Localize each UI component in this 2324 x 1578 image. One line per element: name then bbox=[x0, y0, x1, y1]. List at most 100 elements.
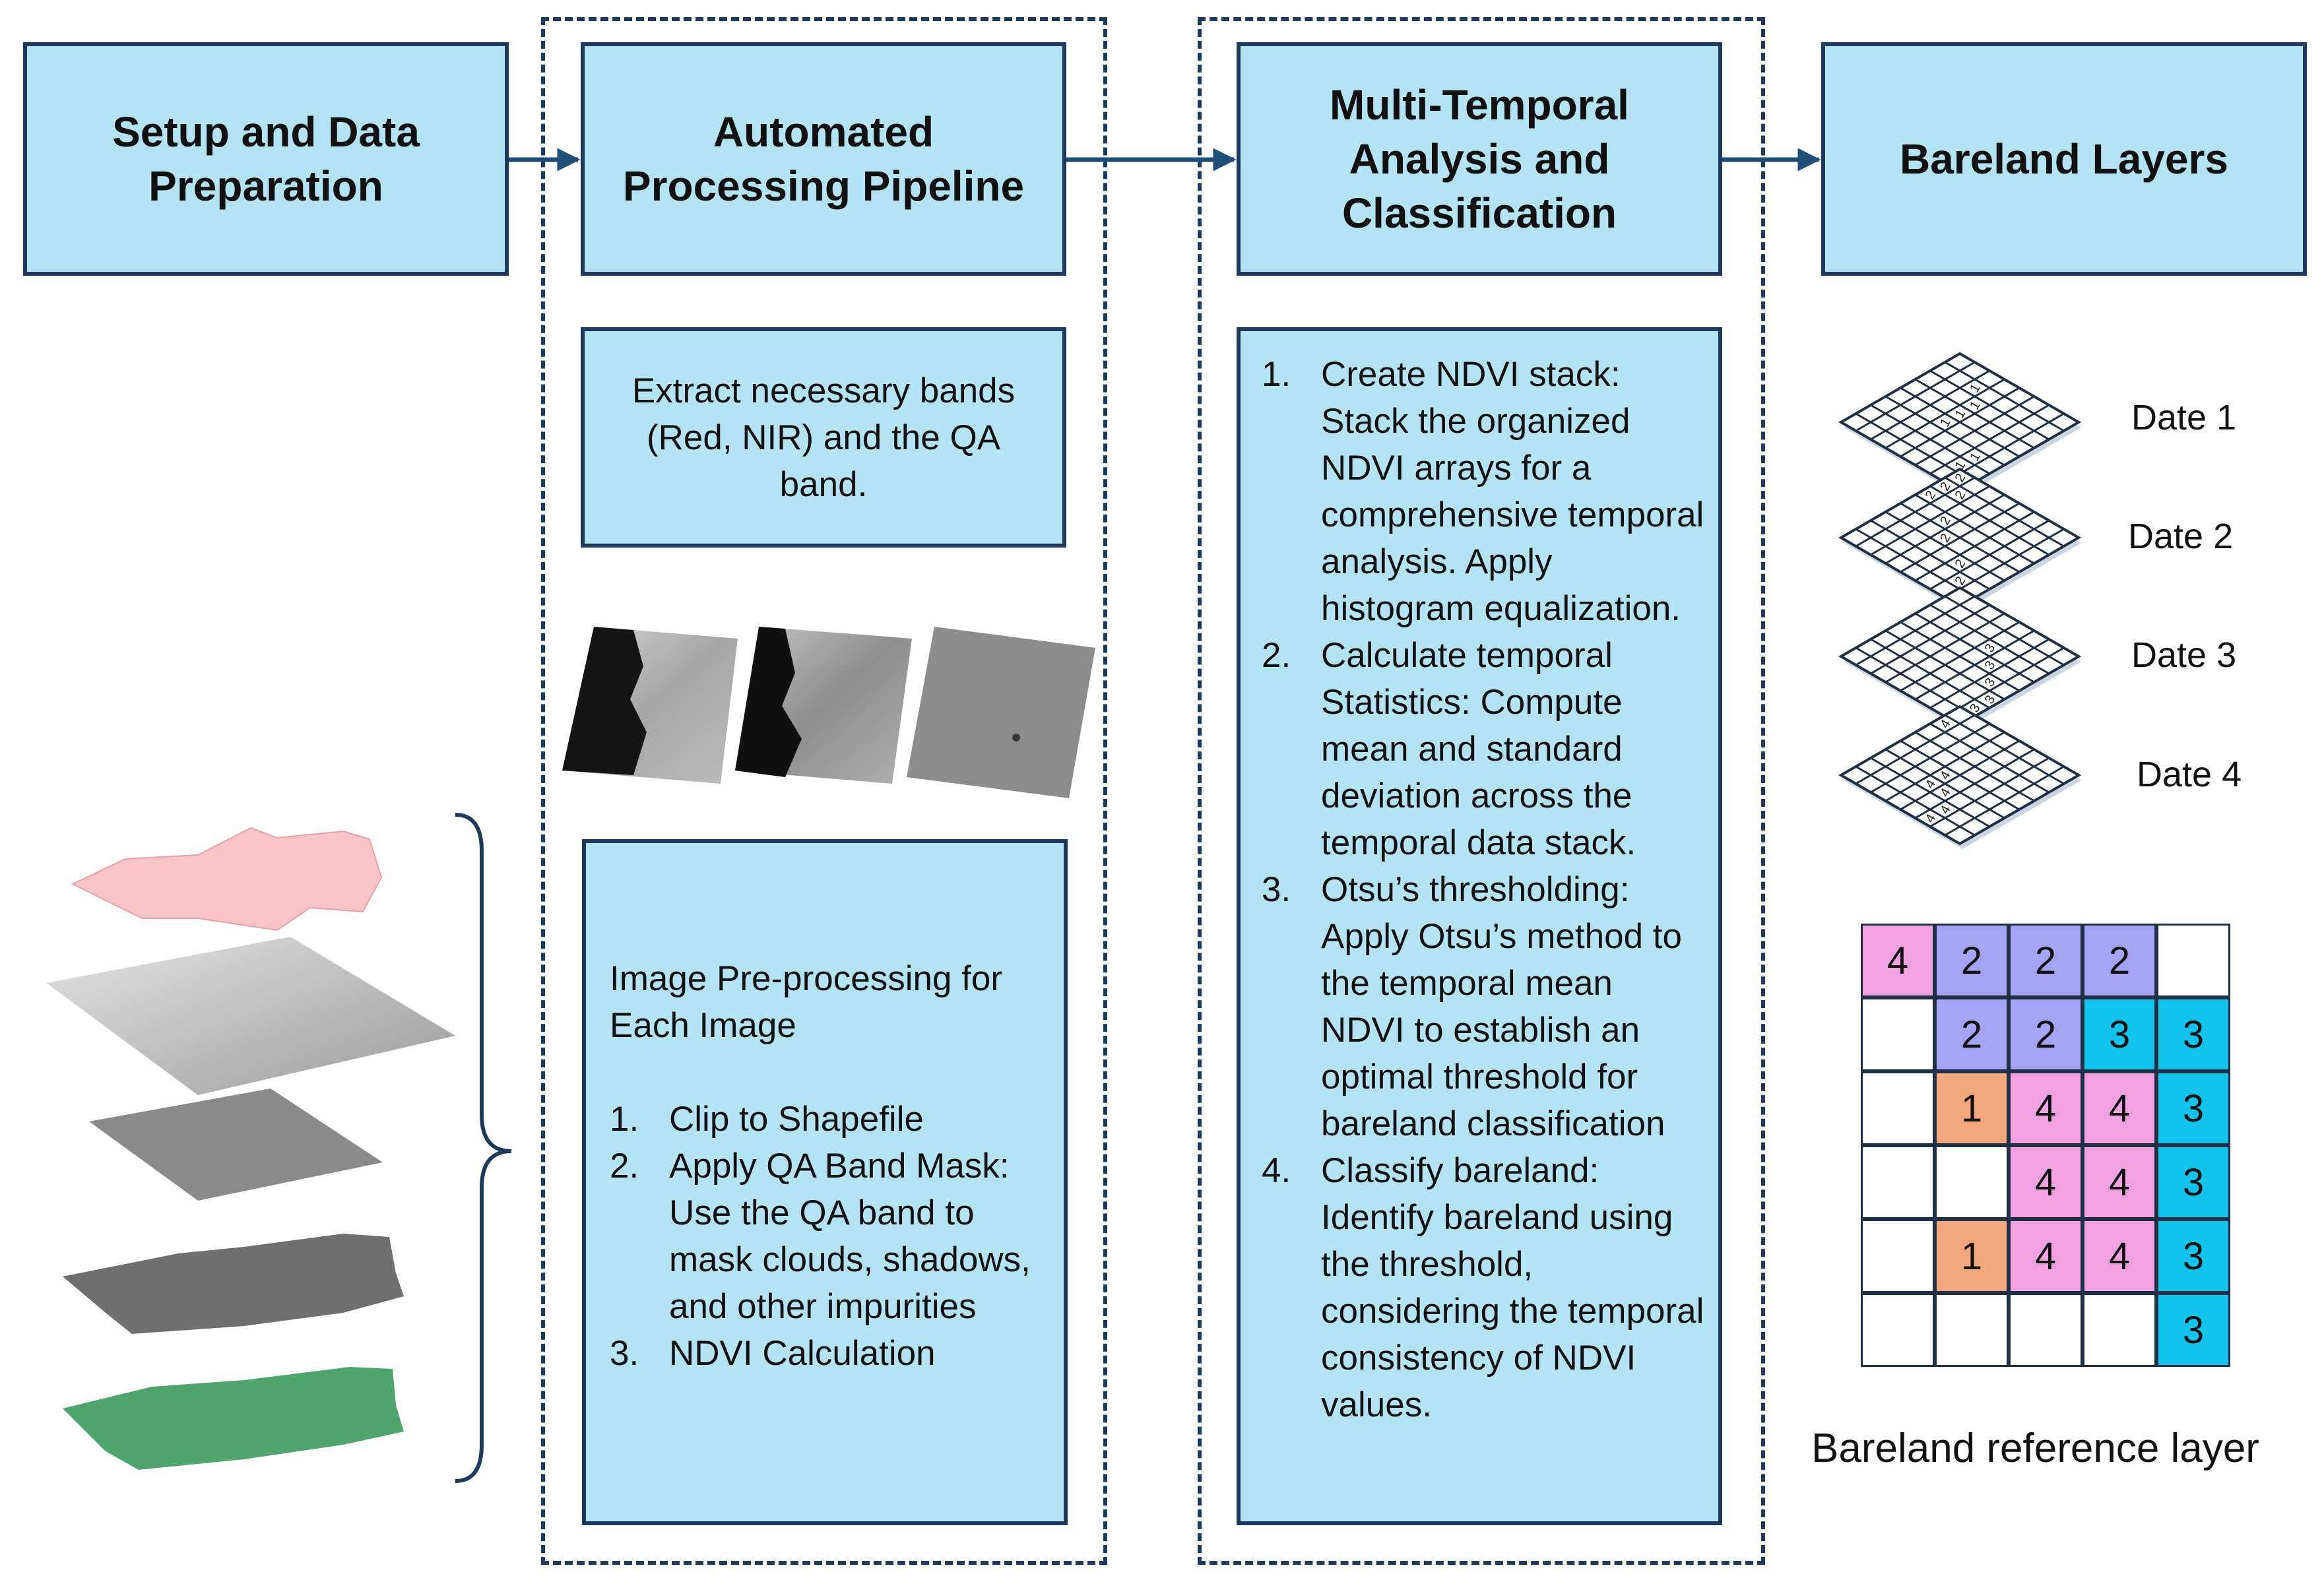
date-grid-line bbox=[1929, 369, 2050, 441]
ndvi-layer bbox=[63, 1367, 404, 1470]
reference-cell: 4 bbox=[2082, 1219, 2156, 1293]
reference-cell bbox=[2156, 924, 2230, 997]
reference-cell: 4 bbox=[2009, 1219, 2082, 1293]
date-grid-line bbox=[1929, 404, 2050, 475]
extract-bands-text: Extract necessary bands (Red, NIR) and t… bbox=[631, 371, 1016, 504]
analysis-step: 1.Create NDVI stack: Stack the organized… bbox=[1262, 351, 1705, 632]
preprocessing-step: 3. NDVI Calculation bbox=[610, 1330, 1044, 1377]
date-grid-line bbox=[1914, 731, 2035, 802]
qa-raster-layer bbox=[89, 1089, 383, 1201]
pipeline-header: Automated Processing Pipeline bbox=[581, 42, 1066, 276]
extract-bands-box: Extract necessary bands (Red, NIR) and t… bbox=[581, 327, 1066, 548]
analysis-steps: 1.Create NDVI stack: Stack the organized… bbox=[1262, 351, 1705, 1428]
reference-cell: 2 bbox=[1935, 924, 2009, 997]
bareland-header: Bareland Layers bbox=[1821, 42, 2307, 276]
reference-cell: 3 bbox=[2156, 1293, 2230, 1367]
setup-header-label: Setup and Data Preparation bbox=[112, 108, 420, 210]
date-grid-line bbox=[1944, 647, 2065, 718]
date-grid-line bbox=[1929, 722, 2050, 794]
reference-cell bbox=[2082, 1293, 2156, 1367]
reference-cell bbox=[1861, 1293, 1935, 1367]
reference-cell: 1 bbox=[1935, 1219, 2009, 1293]
date-grid-line bbox=[1929, 638, 2050, 709]
date-grid-line bbox=[1900, 502, 2020, 573]
preprocessing-title: Image Pre-processing for Each Image bbox=[610, 959, 1003, 1045]
reference-cell: 4 bbox=[2082, 1071, 2156, 1145]
reference-cell: 3 bbox=[2082, 997, 2156, 1071]
date-grid-line bbox=[1914, 493, 2035, 565]
shapefile-layer bbox=[71, 827, 383, 931]
step-text: Calculate temporal Statistics: Compute m… bbox=[1321, 636, 1636, 862]
analysis-step: 3.Otsu’s thresholding: Apply Otsu’s meth… bbox=[1262, 866, 1705, 1147]
step-text: NDVI Calculation bbox=[669, 1334, 936, 1373]
date-grid-line bbox=[1929, 485, 2050, 556]
date-grid-line bbox=[1914, 395, 2035, 466]
date-label-4: Date 4 bbox=[2137, 755, 2242, 794]
date-grid-line bbox=[1944, 765, 2065, 836]
band-images bbox=[562, 627, 1095, 798]
date-grid-line bbox=[1900, 740, 2020, 811]
date-grid-line bbox=[1914, 378, 2035, 449]
reference-cell: 3 bbox=[2156, 1145, 2230, 1219]
analysis-steps-box: 1.Create NDVI stack: Stack the organized… bbox=[1237, 327, 1722, 1525]
date-label-3: Date 3 bbox=[2131, 635, 2237, 675]
preprocessing-step: 1. Clip to Shapefile bbox=[610, 1096, 1044, 1143]
step-text: Create NDVI stack: Stack the organized N… bbox=[1321, 355, 1704, 628]
step-number: 3. bbox=[610, 1334, 639, 1373]
pipeline-header-label: Automated Processing Pipeline bbox=[622, 108, 1025, 210]
date-grid-line bbox=[1944, 528, 2065, 599]
date-grid-line bbox=[1914, 629, 2035, 701]
qa-band-image bbox=[907, 627, 1095, 798]
preprocessing-steps: 1. Clip to Shapefile 2. Apply QA Band Mask… bbox=[610, 1096, 1044, 1377]
step-number: 2. bbox=[610, 1147, 639, 1185]
layers-brace bbox=[455, 813, 512, 1483]
step-text: Apply QA Band Mask: Use the QA band to m… bbox=[669, 1147, 1031, 1326]
date-grid-line bbox=[1944, 714, 2065, 785]
reference-cell: 3 bbox=[2156, 1219, 2230, 1293]
step-number: 3. bbox=[1262, 870, 1291, 909]
date-grid-line bbox=[1914, 511, 2035, 582]
reference-cell bbox=[1861, 1145, 1935, 1219]
preprocessing-step: 2. Apply QA Band Mask: Use the QA band to… bbox=[610, 1143, 1044, 1330]
date-grid-line bbox=[1929, 604, 2050, 675]
reference-cell bbox=[1861, 997, 1935, 1071]
reference-cell: 2 bbox=[1935, 997, 2009, 1071]
preprocessing-box: Image Pre-processing for Each Image 1. Cl… bbox=[582, 839, 1068, 1525]
nir-band-water bbox=[735, 627, 802, 777]
reference-cell: 4 bbox=[1861, 924, 1935, 997]
reference-cell: 4 bbox=[2009, 1071, 2082, 1145]
date-grid-line bbox=[1900, 621, 2020, 692]
date-grid-line bbox=[1929, 519, 2050, 590]
pipeline-group-frame bbox=[541, 17, 1107, 1565]
date-label-2: Date 2 bbox=[2128, 517, 2234, 556]
reference-cell bbox=[1861, 1071, 1935, 1145]
bareland-header-label: Bareland Layers bbox=[1899, 135, 2229, 183]
reference-cell: 2 bbox=[2009, 997, 2082, 1071]
masked-raster-layer bbox=[63, 1234, 404, 1334]
reference-cell bbox=[2009, 1293, 2082, 1367]
date-grid-line bbox=[1929, 757, 2050, 828]
qa-band-mark bbox=[1012, 734, 1020, 742]
reference-cell: 2 bbox=[2009, 924, 2082, 997]
reference-cell: 3 bbox=[2156, 1071, 2230, 1145]
date-grid-line bbox=[1914, 612, 2035, 683]
date-label-1: Date 1 bbox=[2131, 398, 2237, 437]
step-number: 1. bbox=[610, 1100, 639, 1139]
multitemporal-header-label: Multi-Temporal Analysis and Classificati… bbox=[1330, 81, 1629, 237]
reference-cell bbox=[1935, 1293, 2009, 1367]
grey-raster-layer bbox=[46, 937, 455, 1095]
step-text: Clip to Shapefile bbox=[669, 1100, 924, 1139]
analysis-step: 2.Calculate temporal Statistics: Compute… bbox=[1262, 632, 1705, 866]
reference-cell bbox=[1861, 1219, 1935, 1293]
reference-cell: 1 bbox=[1935, 1071, 2009, 1145]
analysis-group-frame bbox=[1198, 17, 1765, 1565]
reference-cell: 4 bbox=[2009, 1145, 2082, 1219]
date-grid-line bbox=[1914, 748, 2035, 819]
date-grid-line bbox=[1944, 595, 2065, 666]
setup-layer-stack bbox=[46, 827, 455, 1470]
reference-cell: 2 bbox=[2082, 924, 2156, 997]
reference-cell: 3 bbox=[2156, 997, 2230, 1071]
